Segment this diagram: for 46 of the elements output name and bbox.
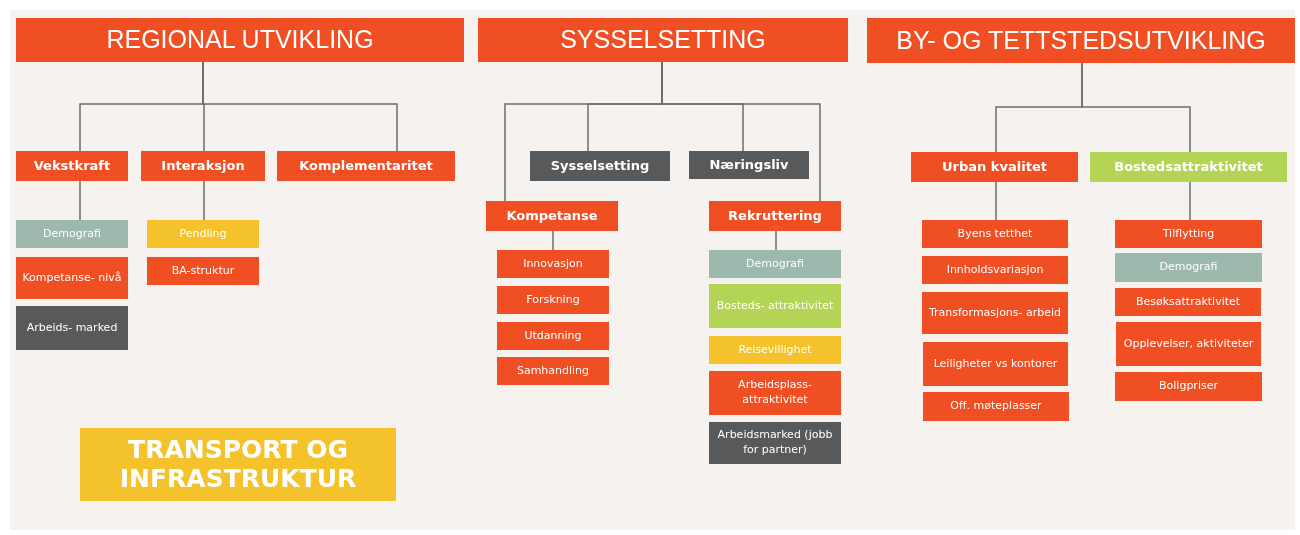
factor-box: Samhandling xyxy=(497,357,609,385)
connector-line xyxy=(79,180,81,221)
category-box: Vekstkraft xyxy=(16,151,128,181)
connector-line xyxy=(1189,181,1191,221)
factor-box: Boligpriser xyxy=(1115,372,1262,401)
factor-box: Pendling xyxy=(147,220,259,248)
factor-box: Kompetanse- nivå xyxy=(16,257,128,299)
factor-box: Off. møteplasser xyxy=(923,392,1069,421)
factor-box: Demografi xyxy=(1115,253,1262,282)
factor-box: Innholdsvariasjon xyxy=(922,256,1068,284)
connector-line xyxy=(995,181,997,221)
factor-box: Demografi xyxy=(709,250,841,278)
category-box: Bostedsattraktivitet xyxy=(1090,152,1287,182)
connector-line xyxy=(202,61,398,152)
connector-line xyxy=(203,180,205,221)
factor-box: Demografi xyxy=(16,220,128,248)
factor-box: Arbeids- marked xyxy=(16,306,128,350)
factor-box: BA-struktur xyxy=(147,257,259,285)
connector-line xyxy=(1081,62,1191,153)
factor-box: Utdanning xyxy=(497,322,609,350)
category-box: Urban kvalitet xyxy=(911,152,1078,182)
factor-box: Innovasjon xyxy=(497,250,609,278)
factor-box: Arbeidsmarked (jobb for partner) xyxy=(709,422,841,464)
factor-box: Besøksattraktivitet xyxy=(1115,288,1261,316)
topic-banner: REGIONAL UTVIKLING xyxy=(16,18,464,62)
category-box: Næringsliv xyxy=(689,151,809,179)
factor-box: Transformasjons- arbeid xyxy=(922,292,1068,334)
factor-box: Reisevillighet xyxy=(709,336,841,364)
factor-box: Forskning xyxy=(497,286,609,314)
factor-box: Arbeidsplass- attraktivitet xyxy=(709,371,841,415)
category-box: Komplementaritet xyxy=(277,151,455,181)
factor-box: Opplevelser, aktiviteter xyxy=(1116,322,1261,366)
factor-box: Bosteds- attraktivitet xyxy=(709,284,841,328)
connector-line xyxy=(552,230,554,251)
category-box: Sysselsetting xyxy=(530,151,670,181)
factor-box: Byens tetthet xyxy=(922,220,1068,248)
connector-line xyxy=(775,230,777,251)
topic-banner: BY- OG TETTSTEDSUTVIKLING xyxy=(867,18,1295,63)
topic-banner: SYSSELSETTING xyxy=(478,18,848,62)
factor-box: Leiligheter vs kontorer xyxy=(923,342,1068,386)
category-box: Kompetanse xyxy=(486,201,618,231)
connector-line xyxy=(661,61,821,202)
category-box: Rekruttering xyxy=(709,201,841,231)
category-box: Interaksjon xyxy=(141,151,265,181)
factor-box: Tilflytting xyxy=(1115,220,1262,248)
topic-box: TRANSPORT OG INFRASTRUKTUR xyxy=(80,428,396,501)
